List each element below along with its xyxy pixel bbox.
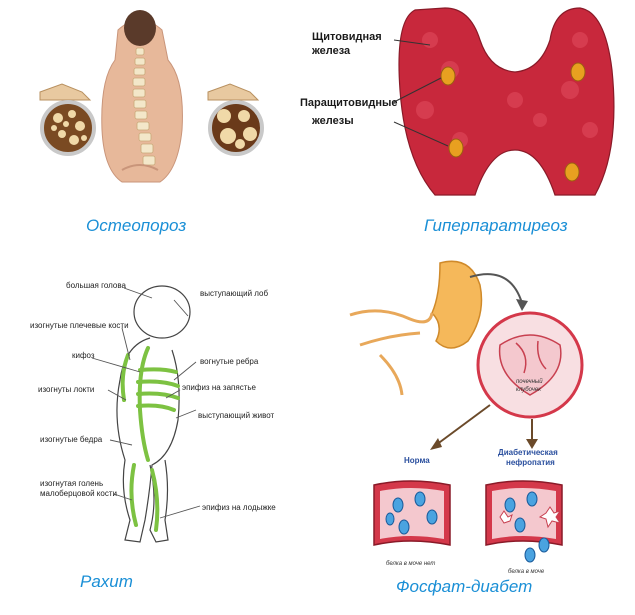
kidney-icon xyxy=(431,260,483,349)
norm-label: Норма xyxy=(404,456,430,465)
rickets-panel: большая голова выступающий лоб изогнутые… xyxy=(0,260,300,615)
damaged-vessel-segment xyxy=(485,480,563,563)
rickets-label-forehead: выступающий лоб xyxy=(200,289,268,298)
child-body-outline xyxy=(116,285,191,543)
rickets-label-wrist: эпифиз на запястье xyxy=(182,383,257,392)
nephropathy-label-line2: нефропатия xyxy=(506,458,555,467)
normal-vessel-segment xyxy=(373,480,451,546)
rickets-label-belly: выступающий живот xyxy=(198,411,275,420)
parathyroid-label-line2: железы xyxy=(311,115,354,127)
parathyroid-glands xyxy=(440,62,586,182)
rickets-label-elbows: изогнуты локти xyxy=(38,385,94,394)
hyperparathyroidism-panel: Щитовидная железа Паращитовидные железы … xyxy=(300,0,635,250)
urine-right-label: белка в моче xyxy=(508,569,545,575)
osteoporosis-panel: Остеопороз xyxy=(0,0,300,250)
rickets-illustration: большая голова выступающий лоб изогнутые… xyxy=(30,281,276,543)
osteoporotic-bone-icon xyxy=(207,83,264,156)
urine-left-label: белка в моче нет xyxy=(386,561,435,567)
phosphate-diabetes-caption: Фосфат-диабет xyxy=(396,577,533,596)
phosphate-diabetes-panel: почечный клубочек Норма Диабетическая не… xyxy=(340,255,635,615)
rickets-caption: Рахит xyxy=(80,572,133,591)
thyroid-illustration: Щитовидная железа Паращитовидные железы xyxy=(300,7,615,196)
glomerulus-label-line1: почечный xyxy=(516,378,543,385)
healthy-bone-icon xyxy=(39,83,96,156)
hyperparathyroidism-caption: Гиперпаратиреоз xyxy=(424,216,568,235)
skeleton-shape xyxy=(120,346,180,532)
nephropathy-illustration: почечный клубочек Норма Диабетическая не… xyxy=(349,260,584,575)
rickets-label-ankle: эпифиз на лодыжке xyxy=(202,503,276,512)
thyroid-label-line1: Щитовидная xyxy=(312,31,382,43)
glomerulus-label-line2: клубочек xyxy=(516,387,542,393)
osteoporosis-illustration xyxy=(39,10,264,183)
parathyroid-label-line1: Паращитовидные xyxy=(300,97,398,109)
nephropathy-label-line1: Диабетическая xyxy=(498,448,558,457)
rickets-label-kyphosis: кифоз xyxy=(72,351,95,360)
rickets-label-hips: изогнутые бедра xyxy=(40,435,103,444)
rickets-label-ribs: вогнутые ребра xyxy=(200,357,259,366)
rickets-label-arms: изогнутые плечевые кости xyxy=(30,321,129,330)
osteoporosis-caption: Остеопороз xyxy=(86,216,187,235)
rickets-label-shin-line1: изогнутая голень xyxy=(40,479,103,488)
rickets-label-shin-line2: малоберцовой кости xyxy=(40,489,117,498)
rickets-label-big-head: большая голова xyxy=(66,281,126,290)
thyroid-label-line2: железа xyxy=(311,45,351,57)
